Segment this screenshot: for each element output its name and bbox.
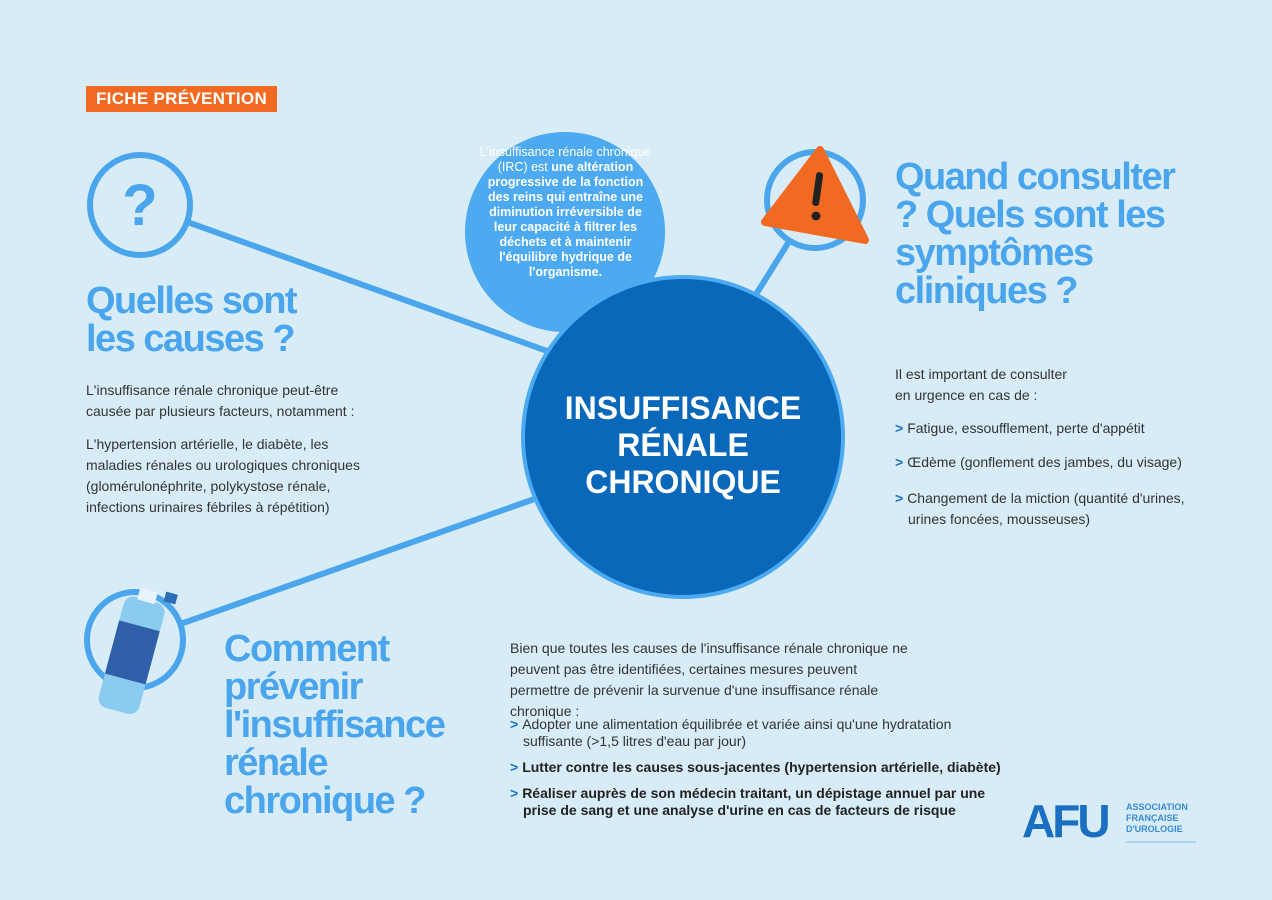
symptoms-intro: Il est important de consulter en urgence…	[895, 366, 1067, 403]
prevention-item: >Lutter contre les causes sous-jacentes …	[510, 759, 1001, 775]
prevention-list: >Adopter une alimentation équilibrée et …	[510, 716, 1010, 828]
prevention-title: Comment prévenir l'insuffisance rénale c…	[224, 628, 446, 822]
symptoms-title: Quand consulter ? Quels sont les symptôm…	[895, 156, 1176, 312]
connector-line	[134, 487, 561, 643]
causes-intro: L'insuffisance rénale chronique peut-êtr…	[86, 382, 355, 419]
causes-title: Quelles sont les causes ?	[86, 280, 298, 360]
intro-circle	[465, 132, 665, 332]
prevention-intro: Bien que toutes les causes de l'insuffis…	[510, 640, 908, 719]
water-bottle-icon	[98, 587, 178, 715]
symptom-item: >Changement de la miction (quantité d'ur…	[895, 490, 1185, 527]
center-circle	[521, 275, 845, 599]
symptoms-list: >Fatigue, essoufflement, perte d'appétit…	[895, 420, 1195, 539]
connector-line	[138, 202, 602, 373]
intro-text: L'insuffisance rénale chronique (IRC) es…	[479, 145, 652, 279]
prevention-item: >Réaliser auprès de son médecin traitant…	[510, 785, 986, 818]
symptom-item: >Fatigue, essoufflement, perte d'appétit	[895, 420, 1145, 436]
question-icon: ?	[122, 173, 157, 238]
causes-list: L'hypertension artérielle, le diabète, l…	[86, 436, 360, 515]
question-circle	[87, 152, 193, 258]
center-title: INSUFFISANCE RÉNALE CHRONIQUE	[564, 390, 802, 500]
prevention-item: >Adopter une alimentation équilibrée et …	[510, 716, 952, 749]
afu-logo-text: ASSOCIATION FRANÇAISE D'UROLOGIE	[1126, 802, 1196, 843]
fiche-prevention-tag: FICHE PRÉVENTION	[86, 86, 278, 112]
symptom-item: >Œdème (gonflement des jambes, du visage…	[895, 454, 1182, 470]
afu-logo: AFU	[1022, 795, 1111, 847]
